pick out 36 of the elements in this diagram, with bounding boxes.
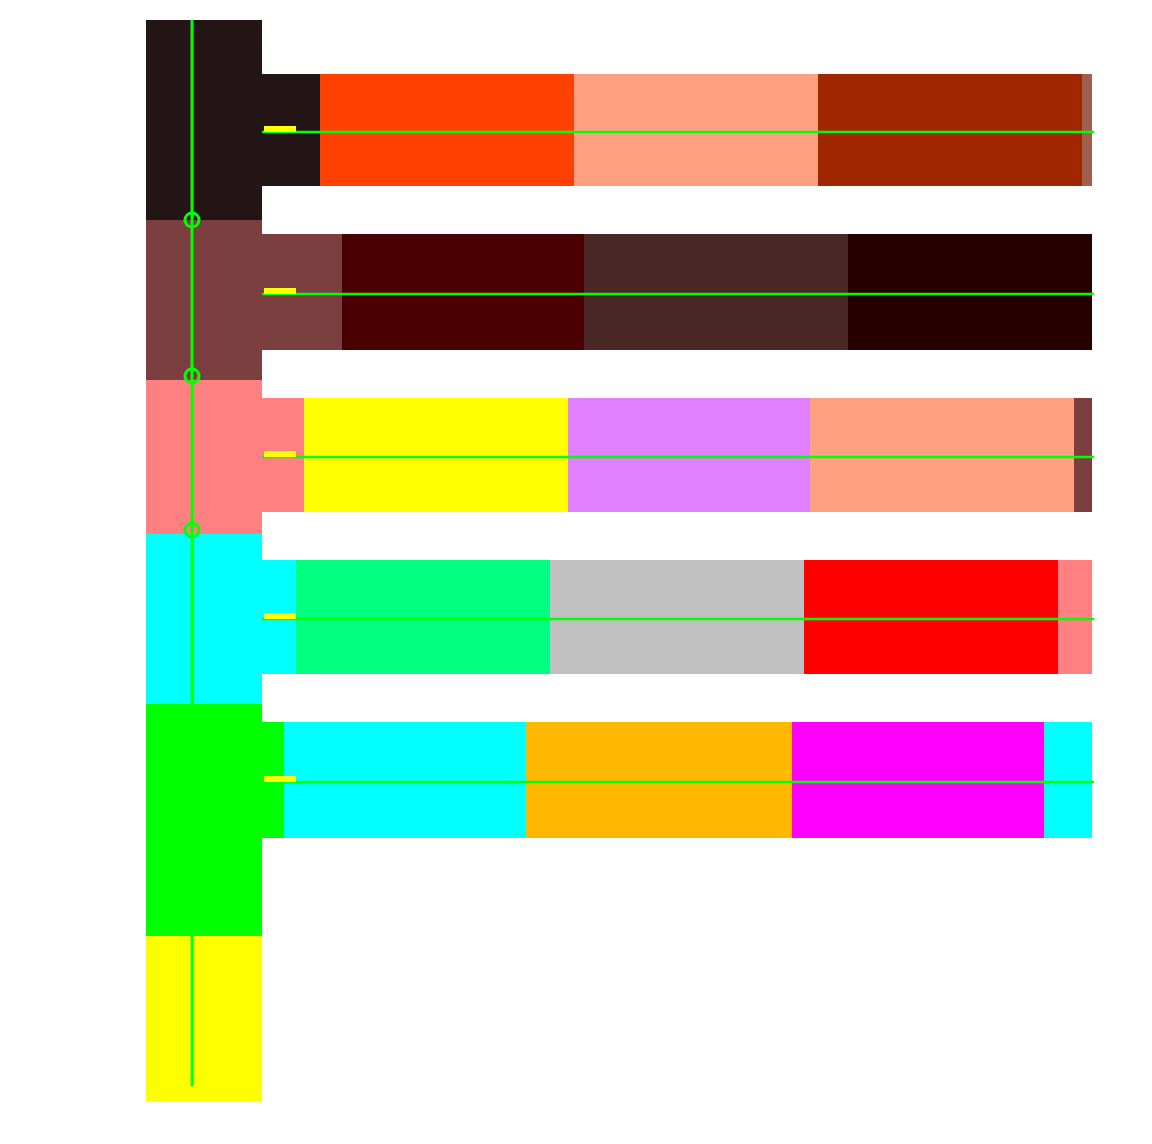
color-segment [146,704,262,936]
color-segment [1058,560,1092,674]
color-segment [262,74,320,186]
color-segment [146,220,262,380]
color-segment [818,74,1082,186]
color-segment [1044,722,1092,838]
color-segment [550,560,804,674]
color-segment [1074,398,1092,512]
color-segment [146,534,262,704]
color-segment [792,722,1044,838]
color-segment [296,560,550,674]
color-segment [146,380,262,534]
color-segment [804,560,1058,674]
stacked-bar [262,234,1092,350]
color-segment [584,234,848,350]
color-segment [304,398,568,512]
color-segment [262,398,304,512]
color-segment [284,722,526,838]
color-segment [146,936,262,1102]
stacked-bar [262,398,1092,512]
stacked-bar [146,20,262,1102]
color-segment [262,722,284,838]
color-segment [320,74,574,186]
stacked-bar [262,74,1092,186]
color-segment [262,560,296,674]
color-segment [526,722,792,838]
color-segment [342,234,584,350]
stacked-bar [262,722,1092,838]
color-segment [568,398,810,512]
color-segment [574,74,818,186]
color-segment [262,234,342,350]
stacked-bar [262,560,1092,674]
color-segment [810,398,1074,512]
color-segment [146,20,262,220]
color-segment [848,234,1092,350]
color-segment [1082,74,1092,186]
